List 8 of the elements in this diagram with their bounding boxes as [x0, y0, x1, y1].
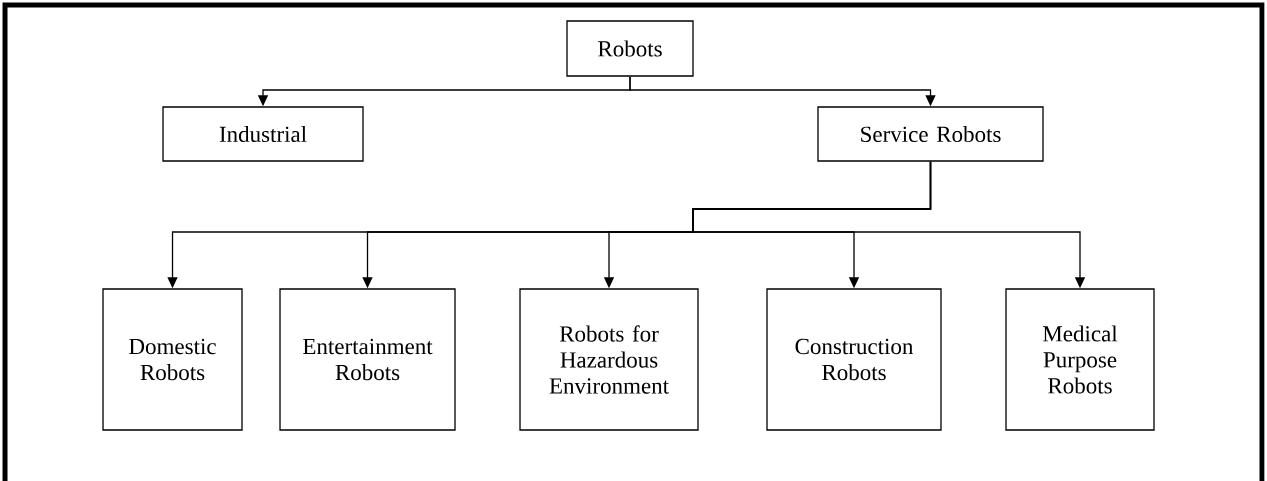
category-box: Construction Robots [766, 288, 942, 431]
category-box: Entertainment Robots [279, 288, 456, 431]
category-box: Robots [566, 20, 694, 77]
category-box: Domestic Robots [102, 288, 243, 431]
category-box: Robots for Hazardous Environment [519, 288, 699, 431]
category-box: Industrial [162, 106, 364, 162]
category-box: Medical Purpose Robots [1005, 288, 1155, 431]
category-box: Service Robots [817, 106, 1044, 162]
